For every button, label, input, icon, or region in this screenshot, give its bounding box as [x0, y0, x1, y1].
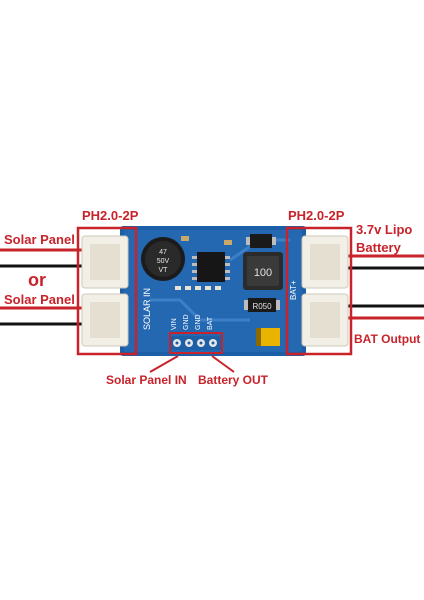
- svg-text:50V: 50V: [157, 258, 170, 265]
- annotation-line: [149, 355, 179, 373]
- header-pin-highlight: [169, 332, 223, 354]
- svg-text:VIN: VIN: [171, 318, 178, 330]
- left-connector-highlight: [76, 226, 138, 356]
- header-pins: [170, 336, 222, 350]
- svg-text:R050: R050: [252, 302, 272, 311]
- annotation-line: [211, 355, 235, 373]
- right-connector-highlight: [285, 226, 353, 356]
- or-label: or: [28, 270, 46, 290]
- solar-panel-label: Solar Panel: [4, 232, 75, 247]
- bat-silkscreen: BAT+: [289, 280, 298, 300]
- right-connectors: [301, 235, 349, 347]
- pin-silkscreen: VIN GND GND BAT: [171, 314, 214, 330]
- left-wires: [0, 248, 82, 326]
- svg-text:GND: GND: [195, 314, 202, 330]
- smd-capacitor: [181, 236, 189, 241]
- solar-in-silkscreen: SOLAR IN: [142, 288, 152, 330]
- solar-panel-in-label: Solar Panel IN: [106, 373, 187, 387]
- charger-ic: [192, 252, 230, 282]
- tantalum-capacitor: [256, 328, 280, 346]
- inductor: 100: [243, 252, 283, 290]
- svg-text:GND: GND: [183, 314, 190, 330]
- right-connector-label: PH2.0-2P: [288, 208, 345, 223]
- inductor-code: 100: [254, 267, 272, 279]
- smd-capacitor: [224, 240, 232, 245]
- status-leds: [175, 286, 221, 290]
- svg-text:BAT: BAT: [207, 316, 214, 330]
- electrolytic-capacitor: 47 50V VT: [141, 237, 185, 281]
- sense-resistor: R050: [244, 298, 280, 312]
- svg-text:VT: VT: [159, 267, 169, 274]
- solar-panel-label-2: Solar Panel: [4, 292, 75, 307]
- schottky-diode: [246, 234, 276, 248]
- right-wires: [348, 254, 424, 320]
- svg-text:47: 47: [159, 249, 167, 256]
- lipo-label-line1: 3.7v Lipo: [356, 222, 413, 237]
- left-connector-label: PH2.0-2P: [82, 208, 139, 223]
- battery-out-label: Battery OUT: [198, 373, 269, 387]
- left-connectors: [81, 235, 129, 347]
- bat-output-label: BAT Output: [354, 332, 421, 346]
- lipo-label-line2: Battery: [356, 240, 401, 255]
